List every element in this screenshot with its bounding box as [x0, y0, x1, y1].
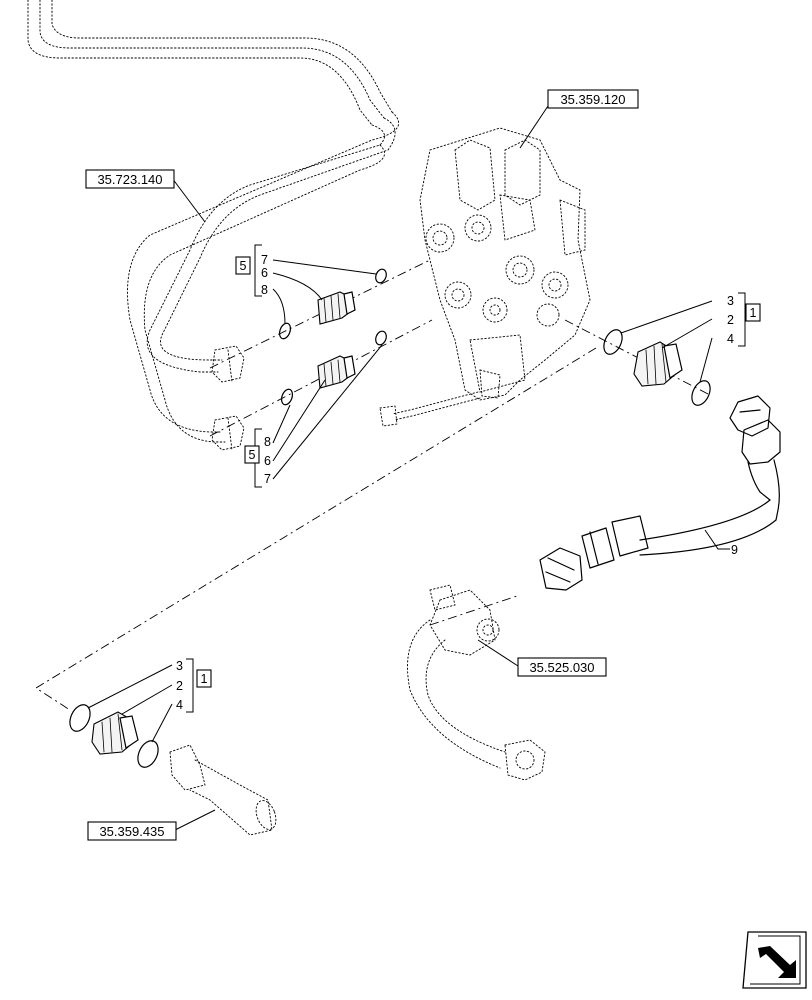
item-number: 3 — [176, 659, 183, 673]
reference-box-35-359-435[interactable]: 35.359.435 — [87, 821, 177, 841]
item-number: 6 — [261, 266, 268, 280]
group-box-5-lower: 5 — [244, 445, 260, 464]
item-numbers: 7 6 8 8 6 7 3 2 4 3 2 4 9 — [176, 253, 738, 712]
item-number: 4 — [176, 698, 183, 712]
item-number: 7 — [264, 472, 271, 486]
assembly-axes — [35, 259, 711, 711]
connector-lower-left — [169, 744, 277, 836]
svg-text:1: 1 — [201, 672, 208, 686]
item-number: 4 — [727, 332, 734, 346]
item-number: 7 — [261, 253, 268, 267]
item-number: 2 — [727, 313, 734, 327]
reference-box-35-525-030[interactable]: 35.525.030 — [517, 657, 607, 677]
reference-label: 35.723.140 — [97, 172, 162, 187]
hose-assembly — [539, 395, 781, 591]
item-number: 8 — [261, 283, 268, 297]
item-number: 3 — [727, 294, 734, 308]
reference-label: 35.359.435 — [99, 824, 164, 839]
adapter-lower — [317, 355, 356, 389]
next-page-arrow-icon[interactable] — [742, 931, 807, 989]
tee-fitting — [407, 584, 546, 781]
reference-label: 35.359.120 — [560, 92, 625, 107]
control-valve-body — [379, 127, 591, 427]
item-number: 6 — [264, 454, 271, 468]
leader-lines — [87, 105, 730, 831]
adapter-upper — [317, 291, 356, 325]
o-rings — [69, 268, 711, 768]
item-number: 9 — [731, 543, 738, 557]
adapter-lower-left — [91, 711, 139, 755]
svg-text:1: 1 — [750, 306, 757, 320]
group-box-5-upper: 5 — [235, 256, 251, 275]
item-number: 8 — [264, 435, 271, 449]
hydraulic-pipes-upper — [27, 0, 400, 451]
adapter-right — [633, 341, 683, 387]
svg-text:5: 5 — [240, 259, 247, 273]
reference-label: 35.525.030 — [529, 660, 594, 675]
group-box-1-right: 1 — [745, 303, 761, 322]
reference-box-35-723-140[interactable]: 35.723.140 — [85, 169, 175, 189]
svg-text:5: 5 — [249, 448, 256, 462]
item-number: 2 — [176, 679, 183, 693]
reference-box-35-359-120[interactable]: 35.359.120 — [547, 89, 639, 109]
group-box-1-left: 1 — [196, 669, 212, 688]
